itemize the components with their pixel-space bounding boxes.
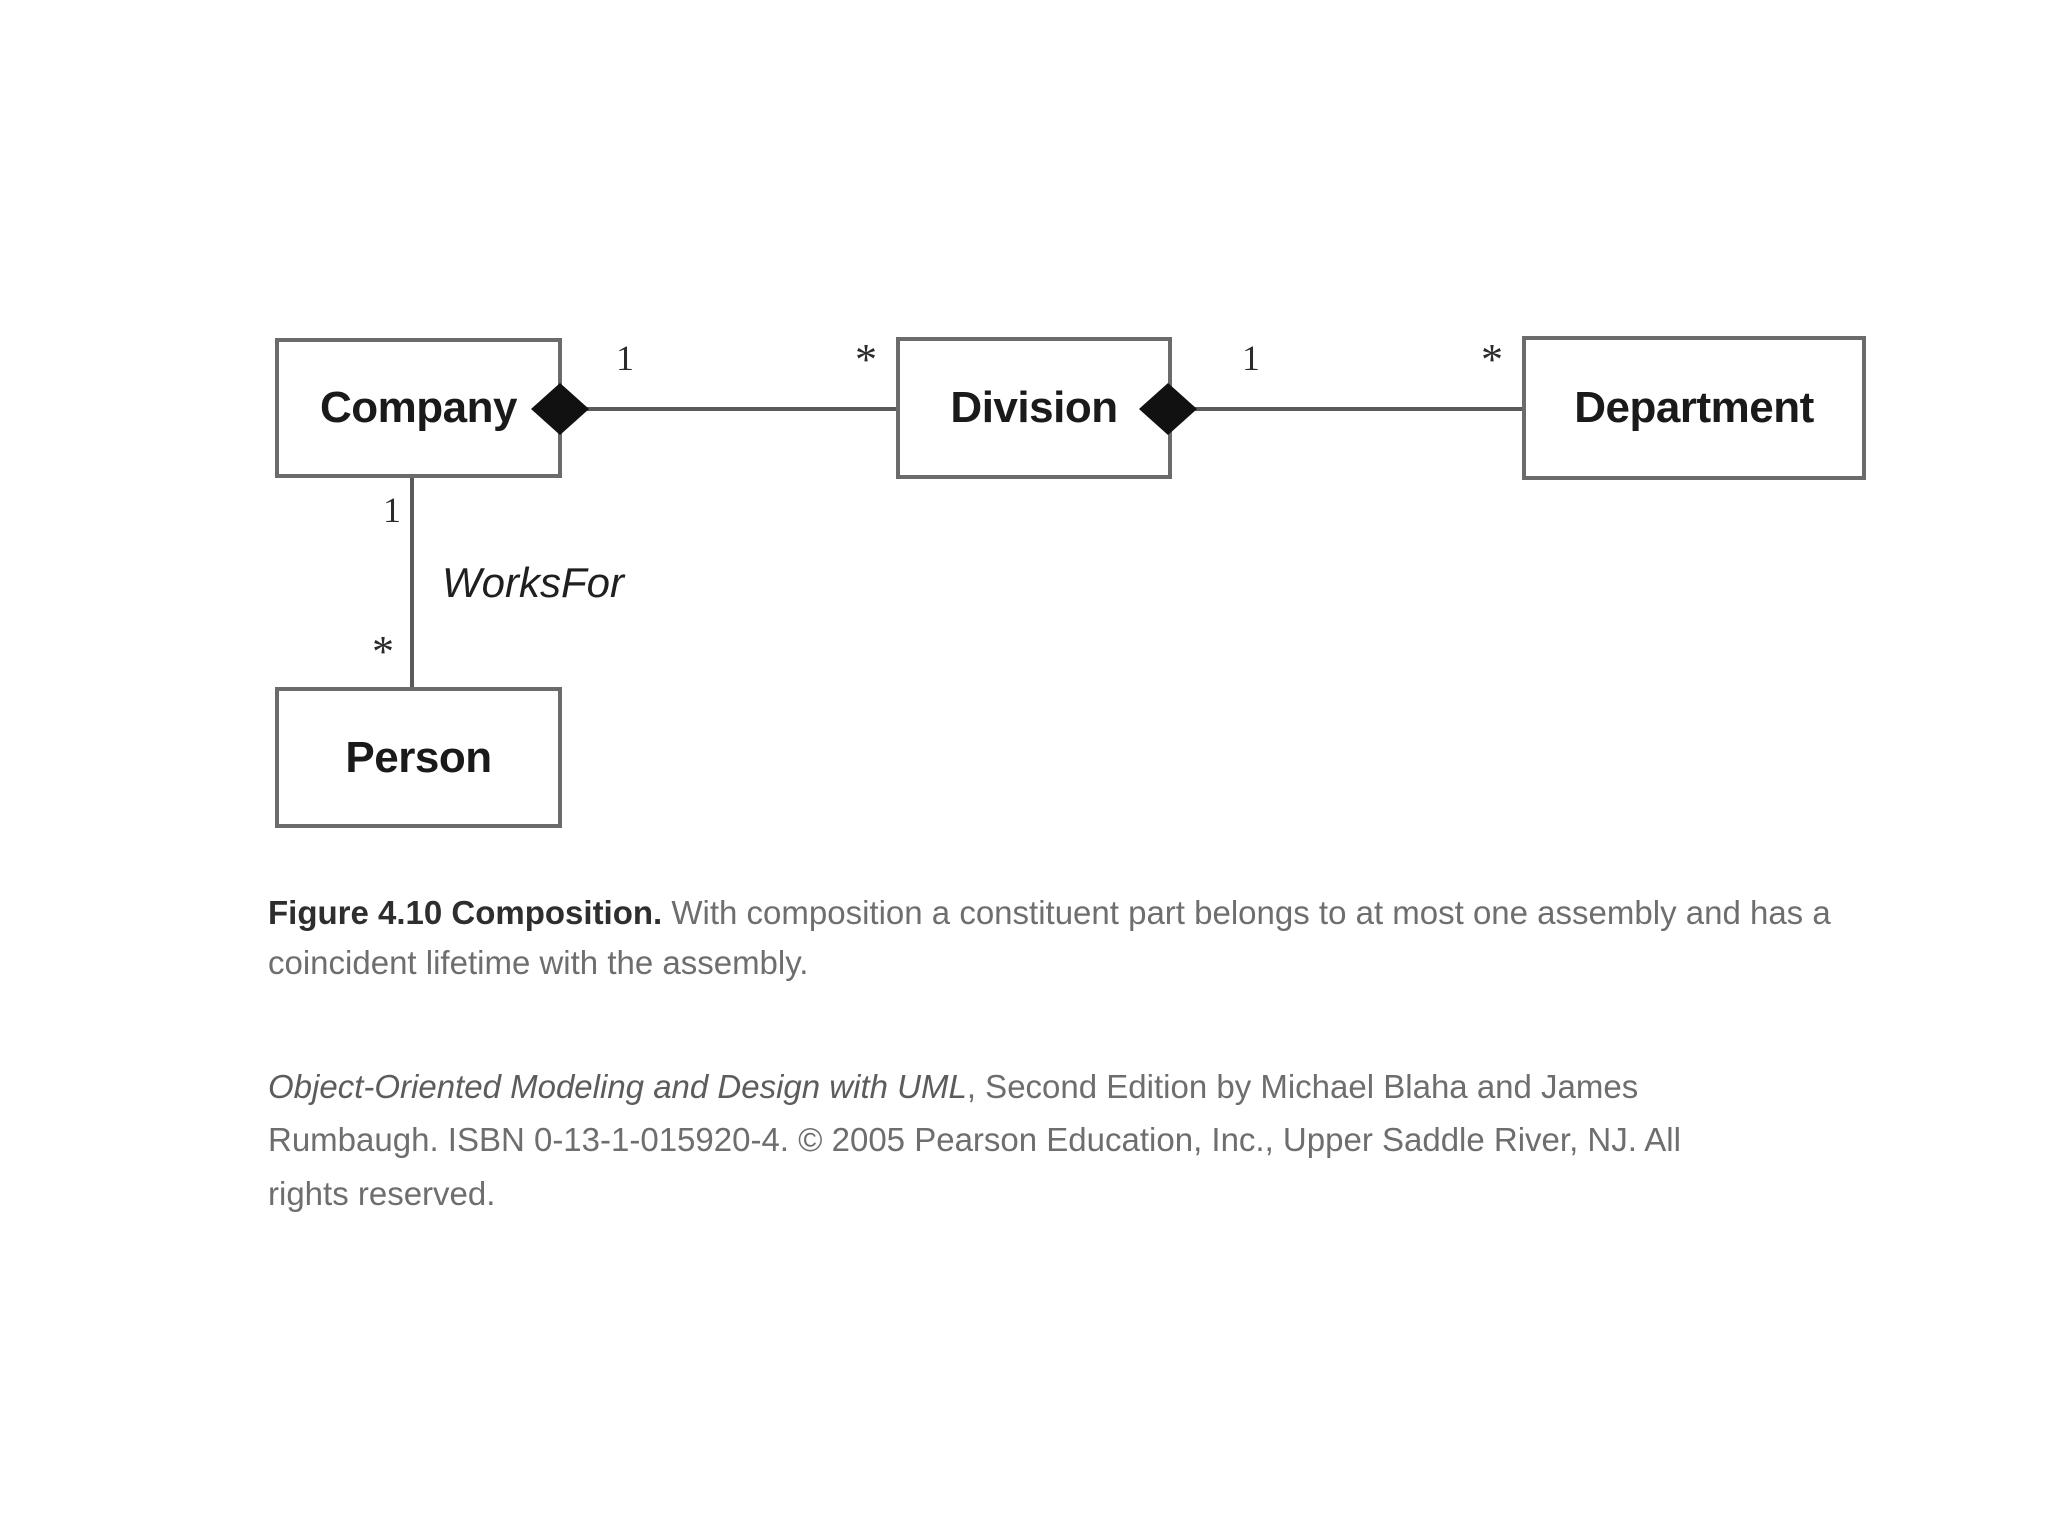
multiplicity-division-department-many: * (1481, 335, 1503, 384)
attribution-book-title: Object-Oriented Modeling and Design with… (268, 1068, 967, 1105)
class-box-company[interactable] (275, 338, 562, 478)
diagram-canvas (275, 336, 1866, 828)
class-box-department[interactable] (1522, 336, 1866, 480)
figure-caption: Figure 4.10 Composition. With compositio… (268, 888, 1868, 988)
multiplicity-company-person-one: 1 (383, 490, 401, 530)
multiplicity-company-division-many: * (855, 335, 877, 384)
uml-class-diagram: Company Division Department Person 1 * 1… (275, 335, 1866, 828)
figure-caption-body: With composition a constituent part belo… (268, 894, 1831, 982)
class-label-department: Department (1574, 383, 1814, 432)
source-attribution: Object-Oriented Modeling and Design with… (268, 1060, 1688, 1220)
attribution-details: , Second Edition by Michael Blaha and Ja… (268, 1068, 1681, 1212)
association-label-worksfor: WorksFor (442, 559, 624, 606)
class-box-division[interactable] (896, 337, 1172, 479)
class-label-company: Company (320, 383, 517, 432)
composition-diamond-company (531, 383, 589, 435)
class-label-person: Person (345, 733, 492, 782)
class-label-division: Division (950, 383, 1118, 432)
composition-diamond-division (1139, 383, 1197, 435)
multiplicity-company-person-many: * (372, 627, 394, 676)
multiplicity-division-department-one: 1 (1242, 338, 1260, 378)
multiplicity-company-division-one: 1 (616, 338, 634, 378)
class-box-person[interactable] (275, 687, 562, 828)
figure-caption-lead: Figure 4.10 Composition. (268, 894, 663, 931)
